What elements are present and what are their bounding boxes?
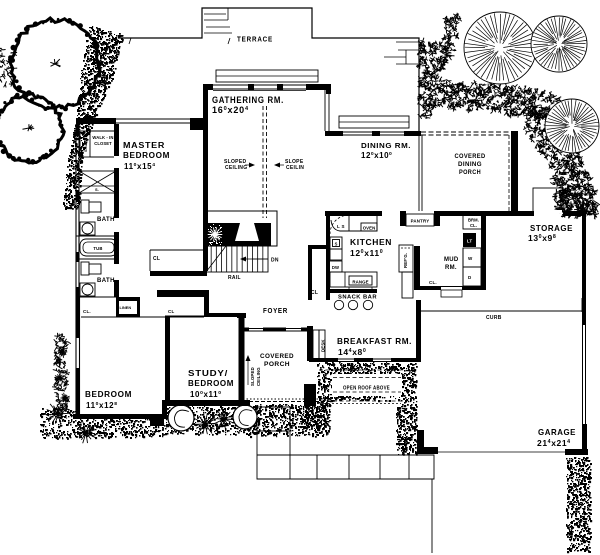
svg-text:GATHERING RM.: GATHERING RM. <box>212 95 284 105</box>
svg-text:RAIL: RAIL <box>228 275 241 281</box>
svg-text:DN: DN <box>271 258 279 264</box>
svg-text:S: S <box>335 242 338 247</box>
svg-text:BEDROOM: BEDROOM <box>188 379 234 388</box>
svg-text:BEDROOM: BEDROOM <box>85 390 132 399</box>
svg-text:GARAGE: GARAGE <box>538 427 576 437</box>
svg-text:CL.: CL. <box>429 280 437 285</box>
svg-text:STUDY/: STUDY/ <box>188 369 228 378</box>
svg-text:PORCH: PORCH <box>459 169 481 176</box>
svg-text:PANTRY: PANTRY <box>411 219 430 224</box>
svg-text:SLOPED: SLOPED <box>224 159 246 165</box>
svg-text:SLOPED: SLOPED <box>250 367 255 386</box>
svg-text:CEILIN: CEILIN <box>286 165 304 171</box>
svg-text:CURB: CURB <box>486 315 502 321</box>
svg-text:W: W <box>468 256 473 261</box>
svg-text:LINEN: LINEN <box>120 306 132 310</box>
svg-text:KITCHEN: KITCHEN <box>350 237 392 247</box>
svg-text:FOYER: FOYER <box>263 306 288 315</box>
svg-text:120x100: 120x100 <box>361 151 392 160</box>
svg-text:CL.: CL. <box>83 309 91 314</box>
svg-text:BEDROOM: BEDROOM <box>123 151 170 160</box>
svg-text:COVERED: COVERED <box>260 353 294 360</box>
svg-text:WALK - IN: WALK - IN <box>92 135 113 140</box>
svg-text:PORCH: PORCH <box>264 361 290 368</box>
svg-text:DW: DW <box>332 265 339 270</box>
svg-text:DINING: DINING <box>458 161 482 168</box>
svg-text:BREAKFAST RM.: BREAKFAST RM. <box>337 336 412 346</box>
svg-text:MASTER: MASTER <box>123 141 165 150</box>
svg-text:BRM.: BRM. <box>468 218 479 223</box>
svg-text:160x204: 160x204 <box>212 105 249 115</box>
svg-text:CL: CL <box>311 290 318 296</box>
svg-text:TERRACE: TERRACE <box>237 37 273 44</box>
svg-text:RANGE: RANGE <box>352 280 368 285</box>
svg-text:TUB: TUB <box>93 246 102 251</box>
svg-text:DESK: DESK <box>321 339 326 352</box>
svg-text:BATH: BATH <box>97 278 115 284</box>
svg-text:CL: CL <box>168 309 174 314</box>
svg-text:144x80: 144x80 <box>338 347 366 357</box>
svg-text:120x110: 120x110 <box>350 248 383 258</box>
svg-text:REF'G.: REF'G. <box>403 253 408 268</box>
svg-text:STORAGE: STORAGE <box>530 223 573 233</box>
svg-text:OVEN: OVEN <box>363 226 376 231</box>
svg-text:SHLVS: SHLVS <box>84 139 88 152</box>
svg-text:OPEN ROOF ABOVE: OPEN ROOF ABOVE <box>343 386 390 392</box>
svg-text:CEILING: CEILING <box>256 367 261 386</box>
svg-text:130x98: 130x98 <box>528 233 556 243</box>
svg-text:110x154: 110x154 <box>124 162 156 171</box>
svg-text:DINING RM.: DINING RM. <box>361 141 411 150</box>
svg-text:CLOSET: CLOSET <box>94 141 112 146</box>
svg-text:BATH: BATH <box>97 217 115 223</box>
svg-text:MUD: MUD <box>444 257 459 263</box>
svg-text:S.: S. <box>95 187 99 192</box>
svg-text:110x128: 110x128 <box>86 401 118 410</box>
svg-text:RM.: RM. <box>445 265 457 271</box>
svg-text:COVERED: COVERED <box>455 153 486 160</box>
svg-text:SLOPE: SLOPE <box>285 159 304 165</box>
svg-text:CEILING: CEILING <box>225 165 247 171</box>
svg-text:CL.: CL. <box>470 223 477 228</box>
svg-text:214x214: 214x214 <box>537 438 571 448</box>
svg-text:CL: CL <box>153 256 160 262</box>
svg-text:D: D <box>468 275 472 280</box>
svg-text:100x110: 100x110 <box>190 390 222 399</box>
svg-text:SNACK BAR: SNACK BAR <box>338 295 377 301</box>
svg-text:LT: LT <box>467 239 472 244</box>
svg-text:L S: L S <box>337 224 345 229</box>
